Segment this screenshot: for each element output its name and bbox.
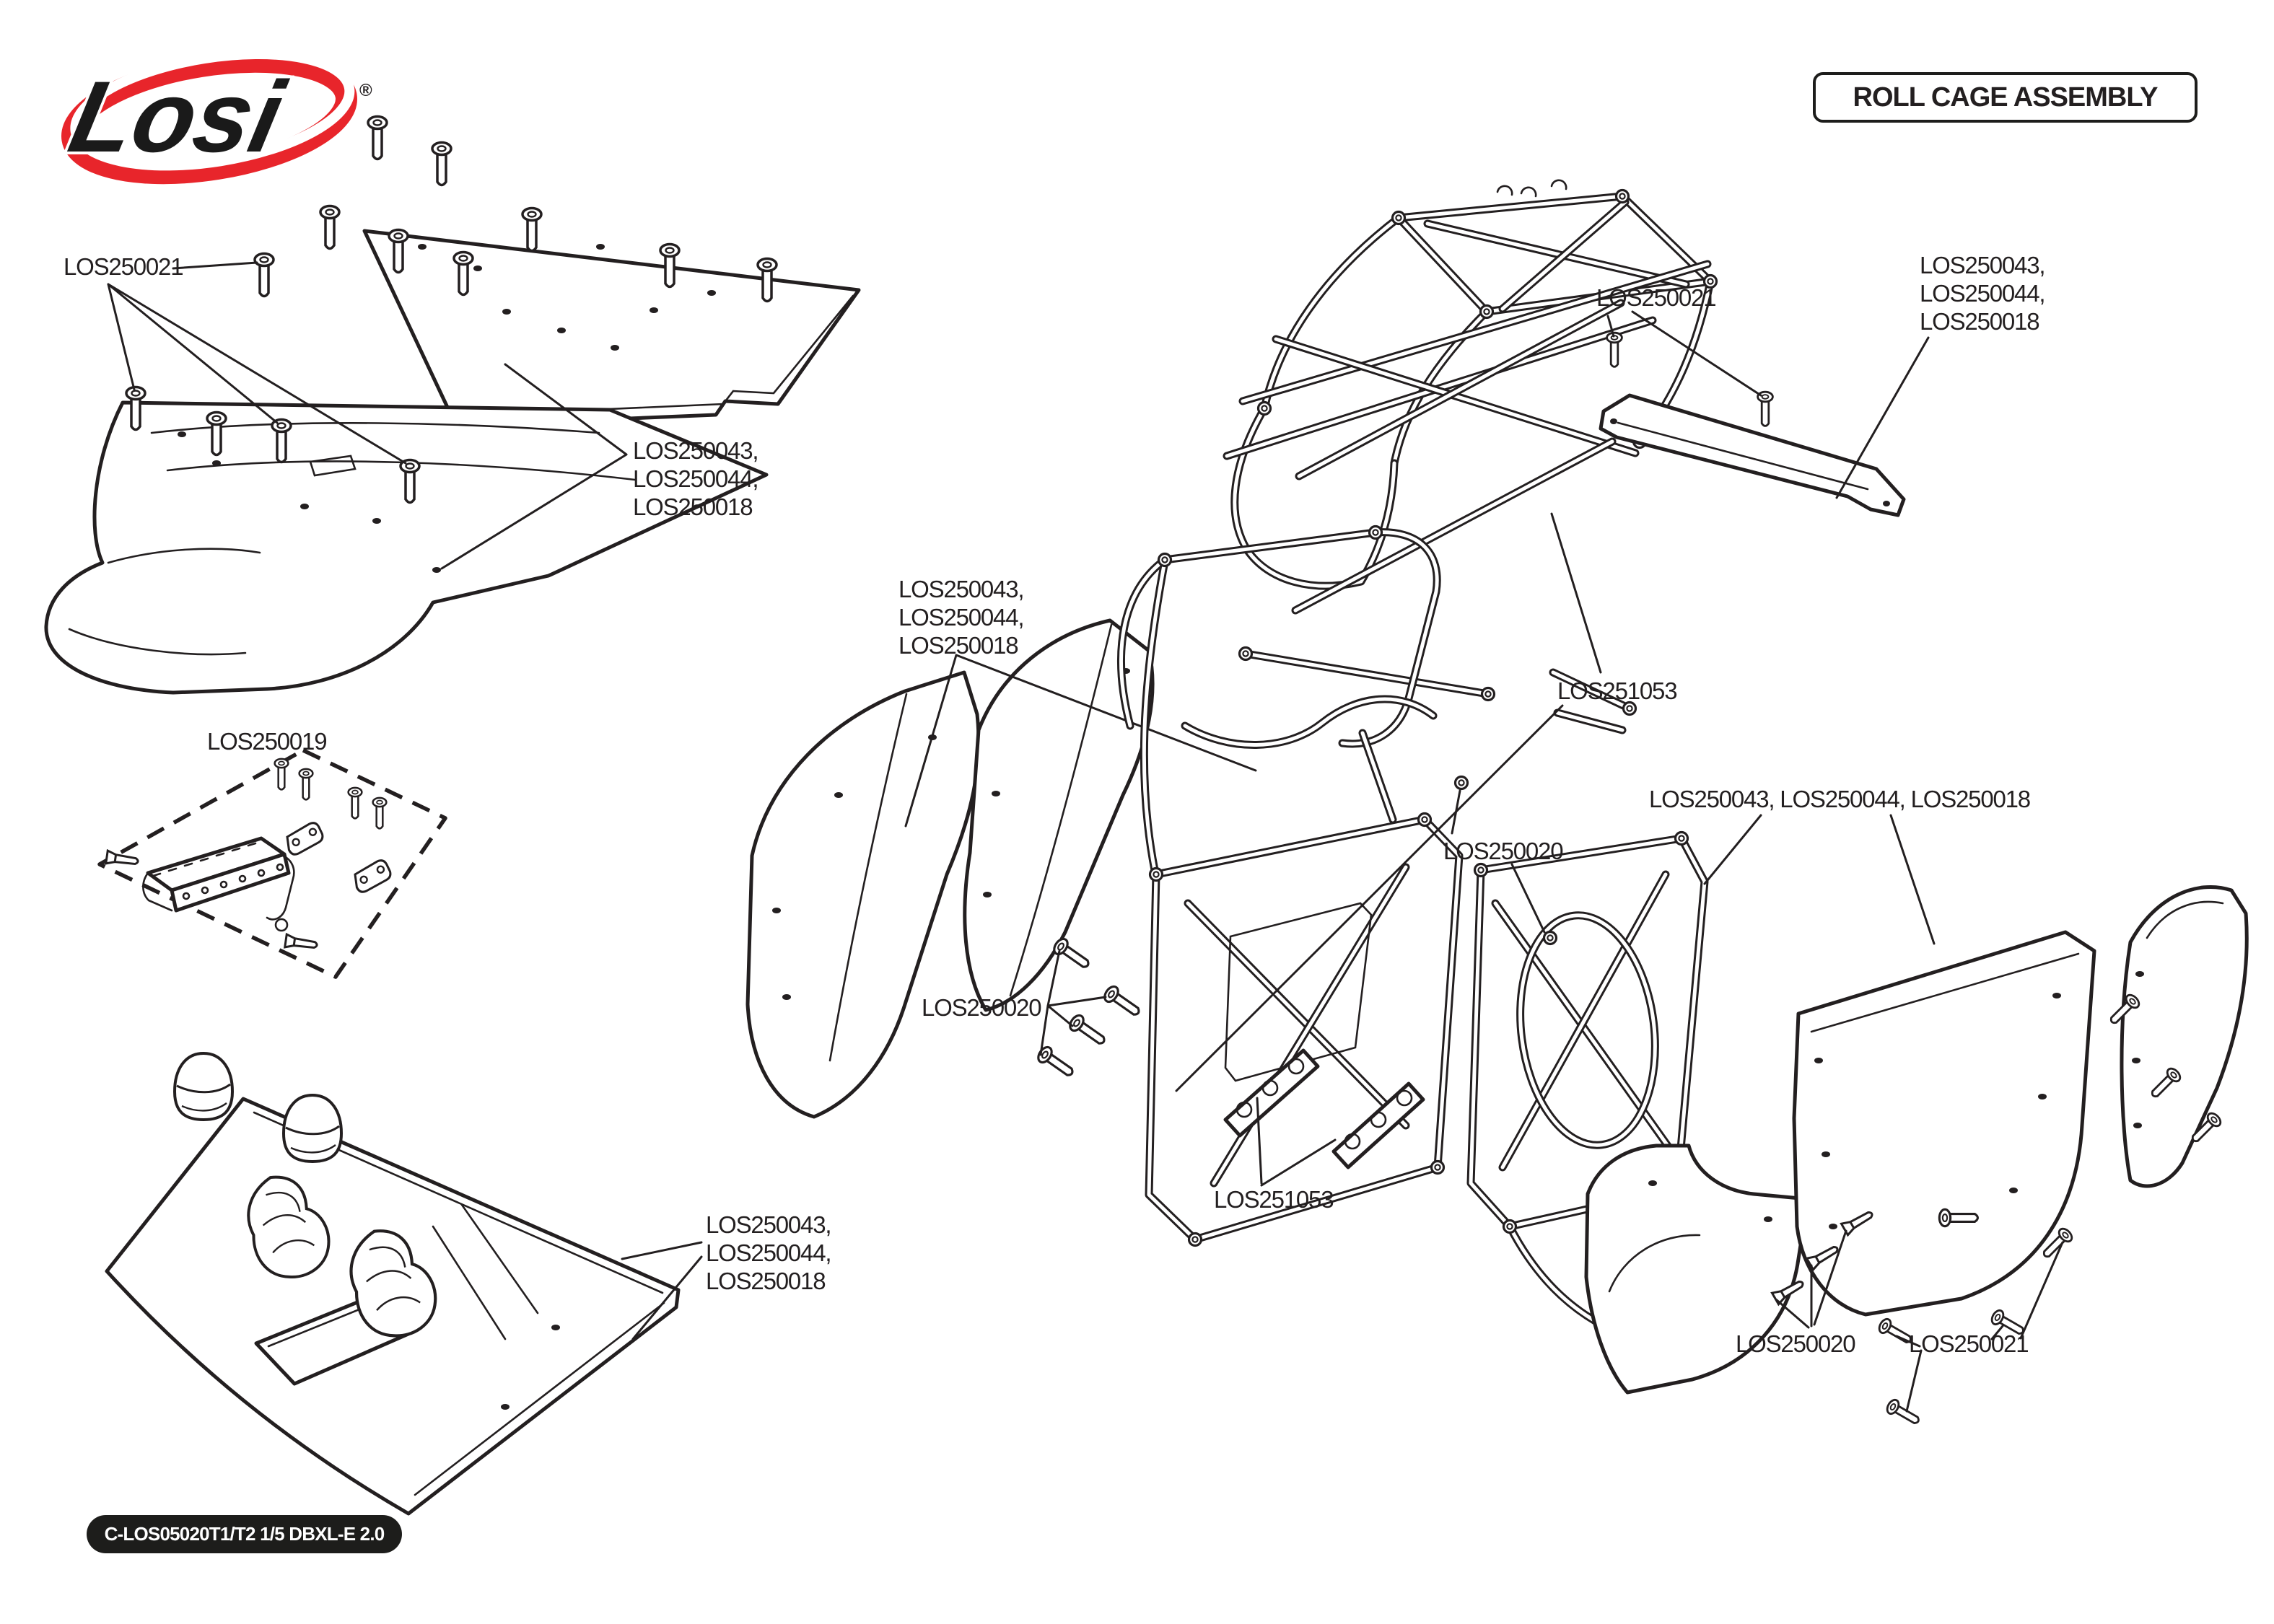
roll-cage-drawing <box>1117 179 1715 874</box>
part-label-bottom-right-screws-a: LOS250020 <box>1736 1330 1856 1357</box>
page-title-box: ROLL CAGE ASSEMBLY <box>1813 72 2198 123</box>
interior-tray-drawing <box>105 1052 703 1516</box>
losi-logo-graphic: Losi <box>58 48 357 185</box>
window-panels-drawing <box>745 618 1257 1119</box>
mid-cage-frame-drawing <box>1145 815 1464 1244</box>
registered-trademark: ® <box>359 81 372 100</box>
document-code: C-LOS05020T1/T2 1/5 DBXL-E 2.0 <box>104 1523 385 1545</box>
cage-rail-parts-drawing <box>1223 1048 1425 1169</box>
losi-logo: Losi <box>40 27 393 193</box>
part-label-rear-plate-set: LOS250043, LOS250044, LOS250018 <box>1920 252 2046 335</box>
roof-plate-drawing <box>362 229 861 428</box>
part-label-bottom-right-screws-b: LOS250021 <box>1909 1330 2029 1357</box>
part-label-cage-rail-top: LOS251053 <box>1557 677 1678 704</box>
part-label-rear-plate-screws: LOS250021 <box>1596 284 1717 311</box>
document-code-badge: C-LOS05020T1/T2 1/5 DBXL-E 2.0 <box>87 1515 402 1553</box>
bottom-right-screws-drawing <box>1771 991 2224 1429</box>
part-label-left-panel-set: LOS250043, LOS250044, LOS250018 <box>633 437 759 520</box>
mid-screws-drawing <box>1034 935 1145 1082</box>
leader-lines-top-left <box>107 261 628 570</box>
part-label-center-screws: LOS250020 <box>1443 838 1564 864</box>
part-label-center-panel-set: LOS250043, LOS250044, LOS250018 <box>898 576 1025 659</box>
rear-brace-plate-drawing <box>1599 310 1930 517</box>
part-label-light-bar-kit: LOS250019 <box>207 728 328 755</box>
part-label-cage-rail-bottom: LOS251053 <box>1214 1186 1334 1213</box>
part-label-mid-screws: LOS250020 <box>922 994 1042 1021</box>
light-bar-kit-box <box>97 748 447 979</box>
part-label-right-panel-set: LOS250043, LOS250044, LOS250018 <box>1649 786 2031 812</box>
hood-panel-drawing <box>44 400 769 695</box>
page-title: ROLL CAGE ASSEMBLY <box>1853 82 2159 113</box>
part-label-top-left-screws: LOS250021 <box>64 253 184 280</box>
leader-lines-center <box>1175 512 1602 1187</box>
losi-logo-text: Losi <box>61 61 294 173</box>
part-label-interior-set: LOS250043, LOS250044, LOS250018 <box>706 1211 832 1294</box>
